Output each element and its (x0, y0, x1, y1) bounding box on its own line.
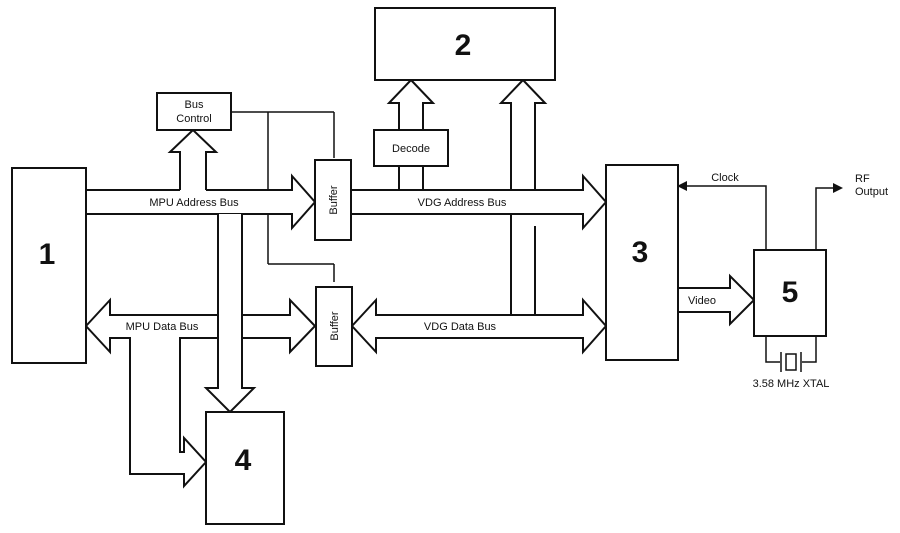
rf-output-line (815, 183, 843, 250)
decode-box (373, 129, 449, 167)
block-2-label: 2 (455, 29, 472, 62)
rf-output-label-line1: RF (855, 173, 870, 185)
bus-control-label-line1: Bus (185, 99, 204, 111)
bus-control-box (156, 92, 232, 131)
decode-label: Decode (392, 143, 430, 155)
vdg-data-bus-label: VDG Data Bus (424, 321, 497, 333)
clock-label: Clock (711, 172, 739, 184)
arrow-mpu-data-bus (84, 297, 317, 489)
block-2 (374, 7, 556, 81)
crystal-symbol (765, 336, 817, 372)
rf-output-label-line2: Output (855, 186, 888, 198)
vdg-address-bus-label: VDG Address Bus (418, 197, 507, 209)
block-4 (205, 411, 285, 525)
buffer-top-box (314, 159, 352, 241)
video-label: Video (688, 295, 716, 307)
mpu-data-bus-label: MPU Data Bus (126, 321, 199, 333)
clock-line (677, 181, 767, 250)
buffer-bottom-box (315, 286, 353, 367)
block-3 (605, 164, 679, 361)
block-4-label: 4 (235, 444, 252, 477)
block-1-label: 1 (39, 238, 56, 271)
block-1 (11, 167, 87, 364)
bus-control-label-line2: Control (176, 113, 211, 125)
arrow-to-bus-control (167, 128, 219, 190)
block-3-label: 3 (632, 236, 649, 269)
buffer-top-label: Buffer (328, 185, 340, 214)
arrow-address-to-block-4 (203, 214, 257, 414)
mpu-address-bus-label: MPU Address Bus (149, 197, 239, 209)
block-5-label: 5 (782, 276, 799, 309)
control-wires (231, 111, 335, 282)
buffer-bottom-label: Buffer (329, 311, 341, 340)
xtal-label: 3.58 MHz XTAL (753, 378, 830, 390)
block-5 (753, 249, 827, 337)
